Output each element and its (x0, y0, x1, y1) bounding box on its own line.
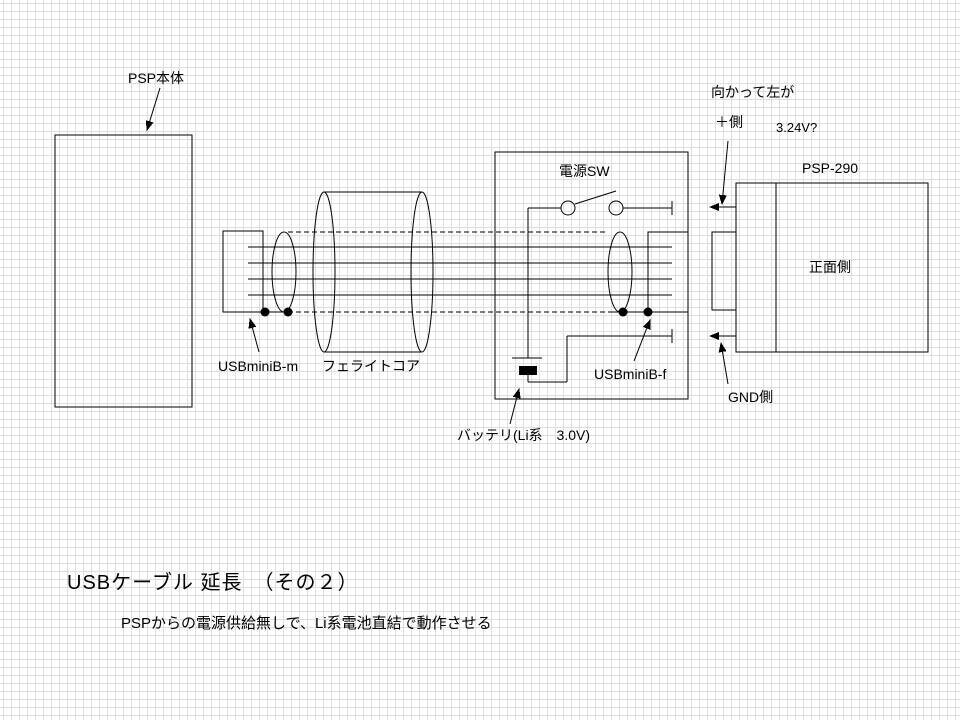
polarity-note-line2: ＋側 (715, 114, 743, 130)
usbminib-f-connector (711, 231, 737, 311)
junction-dot (643, 307, 653, 317)
psp290-outline (735, 182, 929, 353)
junction-dot (283, 307, 293, 317)
switch-lever (574, 190, 617, 205)
usbminib-f-callout-arrow (633, 319, 651, 362)
ferrite-core-label: フェライトコア (322, 358, 420, 374)
diagram-title: USBケーブル 延長 （その２） (67, 572, 359, 594)
psp-body-outline (54, 134, 193, 408)
switch-contact-left (560, 200, 576, 216)
switch-contact-right (608, 200, 624, 216)
psp-body-callout-arrow (145, 87, 161, 131)
usbminib-m-label: USBminiB-m (218, 358, 299, 374)
front-side-label: 正面側 (809, 259, 851, 275)
psp-body-label: PSP本体 (128, 70, 185, 86)
usbminib-f-label: USBminiB-f (594, 366, 667, 382)
usbminib-m-callout-arrow (248, 318, 260, 353)
voltage-note: 3.24V? (776, 120, 818, 135)
junction-dot (260, 307, 270, 317)
ferrite-core-right-ring (410, 191, 434, 353)
cable-loop-right (607, 231, 633, 313)
battery-label: バッテリ(Li系 3.0V) (457, 427, 591, 443)
gnd-side-label: GND側 (728, 389, 774, 405)
junction-dot (618, 307, 628, 317)
diagram-subtitle: PSPからの電源供給無しで、Li系電池直結で動作させる (121, 615, 492, 632)
adapter-box-outline (494, 151, 689, 400)
usbminib-m-connector (222, 230, 264, 313)
battery-callout-arrow (509, 388, 521, 425)
gnd-side-callout-arrow (718, 342, 729, 385)
vcc-branch-line (647, 231, 688, 312)
cable-loop-left (271, 231, 297, 313)
psp290-label: PSP-290 (802, 160, 859, 176)
battery-negative-plate (519, 366, 537, 375)
power-switch-label: 電源SW (559, 163, 610, 179)
ferrite-core-left-ring (312, 191, 336, 353)
plus-side-callout-arrow (718, 140, 729, 205)
polarity-note-line1: 向かって左が (711, 84, 795, 100)
